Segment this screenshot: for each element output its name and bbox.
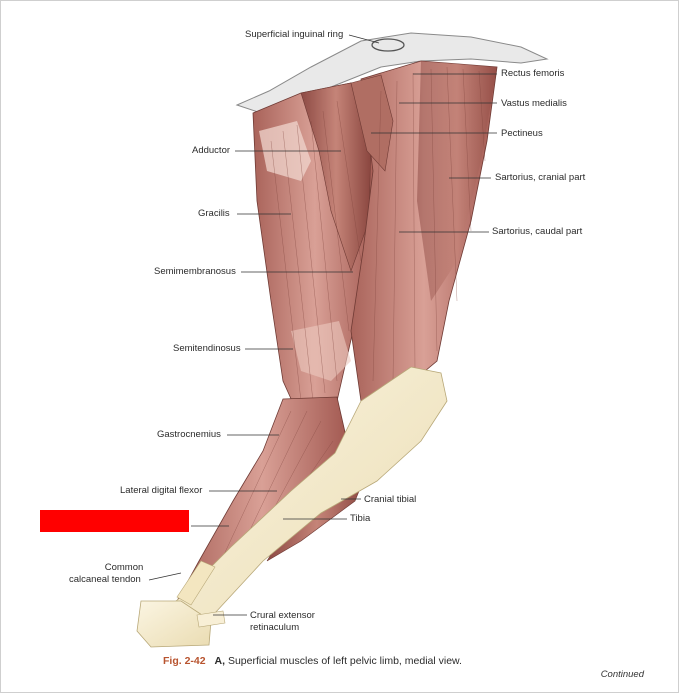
redaction-box bbox=[40, 510, 189, 532]
label-sartorius-cranial-part: Sartorius, cranial part bbox=[495, 172, 586, 183]
label-superficial-inguinal-ring: Superficial inguinal ring bbox=[245, 29, 344, 40]
label-gastrocnemius: Gastrocnemius bbox=[157, 429, 221, 440]
label-adductor: Adductor bbox=[192, 145, 231, 156]
sartorius-strip bbox=[417, 61, 497, 301]
label-semimembranosus: Semimembranosus bbox=[154, 266, 236, 277]
label-common-calcaneal-tendon-line2: calcaneal tendon bbox=[69, 574, 141, 585]
label-vastus-medialis: Vastus medialis bbox=[501, 98, 567, 109]
label-lateral-digital-flexor: Lateral digital flexor bbox=[120, 485, 203, 496]
caption-letter: A, bbox=[214, 655, 226, 667]
label-pectineus: Pectineus bbox=[501, 128, 543, 139]
label-gracilis: Gracilis bbox=[198, 208, 230, 219]
continued-note: Continued bbox=[600, 669, 644, 680]
label-cranial-tibial: Cranial tibial bbox=[364, 494, 417, 505]
label-common-calcaneal-tendon-line1: Common bbox=[104, 562, 144, 573]
label-crural-extensor-line2: retinaculum bbox=[250, 622, 300, 633]
label-semitendinosus: Semitendinosus bbox=[173, 343, 241, 354]
calcaneal-tendon bbox=[176, 560, 216, 606]
label-sartorius-caudal-part: Sartorius, caudal part bbox=[492, 226, 583, 237]
paw-stub bbox=[136, 600, 212, 648]
figure-number: Fig. 2-42 bbox=[163, 655, 206, 667]
inguinal-ring bbox=[371, 38, 405, 52]
pectineus-muscle bbox=[350, 74, 394, 172]
label-tibia: Tibia bbox=[350, 513, 371, 524]
figure-caption: Fig. 2-42 A, Superficial muscles of left… bbox=[163, 655, 462, 667]
label-rectus-femoris: Rectus femoris bbox=[501, 68, 565, 79]
label-crural-extensor-line1: Crural extensor bbox=[250, 610, 315, 621]
caption-text: Superficial muscles of left pelvic limb,… bbox=[227, 655, 462, 667]
